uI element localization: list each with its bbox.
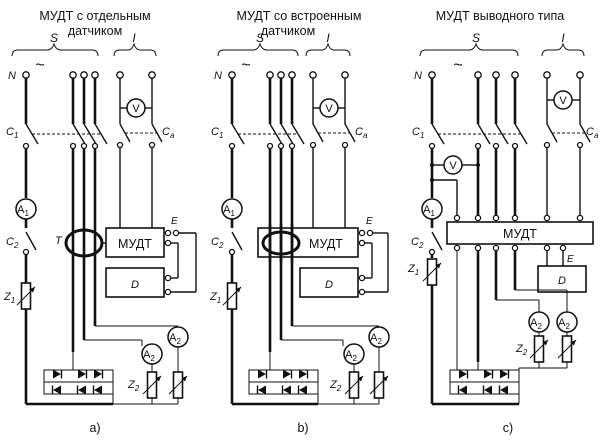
panel-a-resistor-z2-left xyxy=(142,371,162,399)
panel-c-voltmeter-top xyxy=(553,90,573,110)
panel-a-resistor-z2-right xyxy=(168,371,188,399)
panel-b-resistor-z1 xyxy=(222,282,242,310)
panel-a-z1-label: Z1 xyxy=(3,291,15,305)
svg-text:V: V xyxy=(325,103,333,115)
panel-a-voltmeter xyxy=(126,98,146,118)
panel-c-mudt-box xyxy=(446,221,594,245)
svg-text:E: E xyxy=(366,216,373,227)
panel-a-c2-label: C2 xyxy=(6,236,19,250)
svg-text:V: V xyxy=(132,103,140,115)
panel-b-s-brace xyxy=(217,42,299,57)
panel-c-mudt-label: МУДТ xyxy=(503,227,537,241)
svg-text:C1: C1 xyxy=(211,126,223,140)
svg-text:Ca: Ca xyxy=(355,126,368,140)
svg-text:A2: A2 xyxy=(530,317,542,331)
svg-text:Z1: Z1 xyxy=(209,291,221,305)
svg-text:~: ~ xyxy=(453,57,462,74)
svg-text:E: E xyxy=(567,254,574,265)
svg-text:D: D xyxy=(131,279,139,291)
svg-text:A2: A2 xyxy=(345,349,357,363)
panel-a-terminal-l1 xyxy=(69,71,77,79)
panel-a-n-label: N xyxy=(8,70,16,82)
panel-a-title-line1: МУДТ с отдельным xyxy=(39,9,150,23)
panel-b-caption: b) xyxy=(297,421,308,435)
panel-a-mudt-label: МУДТ xyxy=(118,237,152,251)
panel-a-terminal-i1 xyxy=(116,71,124,79)
svg-text:S: S xyxy=(256,31,264,45)
panel-a-display-d xyxy=(105,267,165,298)
panel-a-ac-symbol: ~ xyxy=(35,57,44,74)
panel-a-terminal-i2 xyxy=(148,71,156,79)
svg-text:A1: A1 xyxy=(423,204,435,218)
panel-c-title-line1: МУДТ выводного типа xyxy=(436,9,565,23)
panel-a-i-brace xyxy=(113,42,157,57)
svg-text:N: N xyxy=(214,70,222,82)
svg-text:N: N xyxy=(414,70,422,82)
panel-a-title-line2: датчиком xyxy=(68,24,122,38)
panel-b-resistor-z2-left xyxy=(344,371,364,399)
panel-a-mudt-box xyxy=(105,227,165,258)
svg-text:C2: C2 xyxy=(211,236,224,250)
panel-a-caption: а) xyxy=(89,421,100,435)
svg-text:C2: C2 xyxy=(411,236,424,250)
panel-a-z2-label: Z2 xyxy=(127,379,140,393)
svg-text:D: D xyxy=(325,279,333,291)
panel-c-resistor-z2-right xyxy=(557,335,577,363)
panel-a: МУДТ с отдельным датчиком S ~ I N C1 xyxy=(3,9,197,435)
svg-text:Z2: Z2 xyxy=(515,343,528,357)
panel-c-s-brace xyxy=(419,42,519,57)
panel-c: МУДТ выводного типа S ~ I N C1 V xyxy=(407,9,599,435)
panel-a-terminal-l2 xyxy=(80,71,88,79)
panel-b-mudt-box xyxy=(257,227,359,258)
svg-text:A2: A2 xyxy=(169,332,181,346)
panel-a-t-label: T xyxy=(55,235,63,247)
svg-text:A2: A2 xyxy=(143,349,155,363)
panel-a-i-label: I xyxy=(132,31,136,45)
panel-a-c1-label: C1 xyxy=(6,126,18,140)
svg-text:A1: A1 xyxy=(223,204,235,218)
svg-text:C1: C1 xyxy=(412,126,424,140)
panel-c-resistor-z2-left xyxy=(529,335,549,363)
svg-text:V: V xyxy=(449,160,457,172)
panel-b-mudt-label: МУДТ xyxy=(309,237,343,251)
panel-a-ca-label: Ca xyxy=(162,126,175,140)
panel-b-display-d xyxy=(299,267,359,298)
svg-text:~: ~ xyxy=(241,57,250,74)
panel-b-voltmeter xyxy=(319,98,339,118)
panel-a-e-label: E xyxy=(171,216,178,227)
svg-text:Z1: Z1 xyxy=(407,263,419,277)
svg-text:A2: A2 xyxy=(558,317,570,331)
panel-c-display-d xyxy=(537,265,587,293)
panel-b-transformer xyxy=(261,230,301,256)
panel-a-terminal-n xyxy=(22,71,30,79)
svg-text:D: D xyxy=(558,275,566,287)
svg-text:A1: A1 xyxy=(17,204,29,218)
svg-text:I: I xyxy=(561,31,565,45)
panel-c-caption: c) xyxy=(503,421,513,435)
panel-b-title-line2: датчиком xyxy=(261,24,315,38)
svg-text:S: S xyxy=(472,31,480,45)
panel-b-title-line1: МУДТ со встроенным xyxy=(237,9,362,23)
panel-c-i-brace xyxy=(541,42,585,57)
svg-text:V: V xyxy=(559,95,567,107)
panel-b-i-brace xyxy=(305,42,351,57)
svg-text:Ca: Ca xyxy=(586,126,599,140)
svg-text:Z2: Z2 xyxy=(329,379,342,393)
panel-b: МУДТ со встроенным датчиком S ~ I N C1 xyxy=(209,9,390,435)
panel-b-resistor-z2-right xyxy=(369,371,389,399)
panel-a-s-label: S xyxy=(50,31,58,45)
panel-a-terminal-l3 xyxy=(91,71,99,79)
svg-text:I: I xyxy=(326,31,330,45)
panel-c-resistor-z1 xyxy=(422,258,442,286)
panel-a-resistor-z1 xyxy=(16,282,36,310)
svg-text:A2: A2 xyxy=(370,332,382,346)
panel-a-s-brace xyxy=(11,42,99,57)
